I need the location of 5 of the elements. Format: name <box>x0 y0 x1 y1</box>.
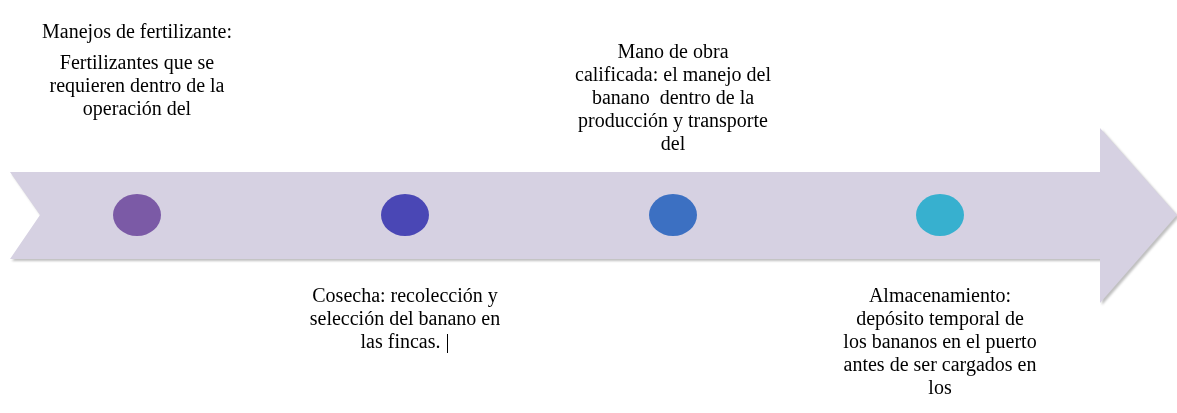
step-description: Fertilizantes que se requieren dentro de la operación del <box>48 51 226 120</box>
step-description: Cosecha: recolección y selección del banano en las fincas. | <box>308 284 502 353</box>
step-description: Almacenamiento: depósito temporal de los bananos en el puerto antes de ser cargados en los <box>842 284 1038 399</box>
step-heading: Manejos de fertilizante: <box>41 20 233 43</box>
step-description: Mano de obra calificada: el manejo del banano dentro de la producción y transporte del <box>575 40 771 155</box>
